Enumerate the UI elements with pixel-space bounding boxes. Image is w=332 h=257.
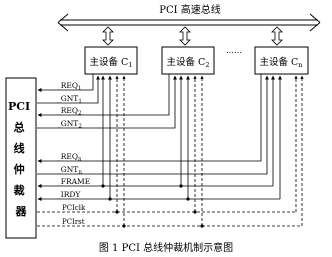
- master-n-subscript: n: [298, 61, 302, 69]
- label-irdy: _IRDY: [57, 190, 81, 199]
- label-pciclk: PCIclk: [62, 204, 86, 212]
- arbiter-box: PCI 总 线 仲 裁 器: [5, 77, 37, 239]
- req1-line: [37, 74, 94, 92]
- arbiter-line-0: PCI: [8, 100, 30, 113]
- label-gnt2: _GNT2: [57, 119, 82, 130]
- label-gnt1: _GNT1: [57, 94, 82, 105]
- dashed-lines: [37, 75, 304, 227]
- figure-caption: 图 1 PCI 总线仲裁机制示意图: [99, 241, 233, 254]
- svg-text:主设备 Cn: 主设备 Cn: [260, 56, 303, 69]
- signal-labels: _REQ1 _GNT1 _REQ2 _GNT2 _REQn _GNTn _FRA…: [57, 81, 90, 226]
- gntn-line: [37, 75, 269, 175]
- bus-label: PCI 高速总线: [159, 3, 221, 16]
- label-req1: _REQ1: [57, 81, 82, 92]
- junction-dots: [101, 184, 204, 228]
- label-pcirst: PCIrst: [62, 218, 85, 226]
- arbiter-line-5: 器: [15, 205, 28, 218]
- signal-lines: [37, 74, 282, 201]
- pci-bus-arrow: [57, 13, 321, 32]
- arbiter-line-4: 裁: [14, 183, 25, 197]
- label-reqn: _REQn: [57, 152, 82, 163]
- master-2-subscript: 2: [205, 61, 209, 69]
- req2-line: [37, 74, 170, 117]
- gnt2-line: [37, 75, 177, 129]
- svg-text:主设备 C2: 主设备 C2: [167, 56, 210, 69]
- master-1-subscript: 1: [128, 61, 132, 69]
- svg-text:主设备 C1: 主设备 C1: [90, 56, 133, 69]
- gnt1-line: [37, 75, 100, 104]
- arbiter-line-3: 仲: [14, 162, 25, 176]
- label-req2: _REQ2: [57, 106, 82, 117]
- arbiter-line-2: 线: [14, 141, 25, 155]
- master-1-label: 主设备 C: [90, 56, 129, 68]
- master-2-label: 主设备 C: [167, 56, 206, 68]
- bus-connectors: [102, 26, 283, 46]
- label-gntn: _GNTn: [57, 165, 82, 176]
- svg-text:PCI 总 线 仲: PCI 总 线 仲 裁 器: [8, 100, 34, 218]
- reqn-line: [37, 74, 262, 163]
- arbiter-line-1: 总: [14, 120, 25, 134]
- master-device-1: 主设备 C1: [84, 46, 138, 75]
- master-device-2: 主设备 C2: [161, 46, 215, 75]
- master-device-n: 主设备 Cn: [254, 46, 309, 75]
- label-frame: _FRAME: [57, 177, 90, 186]
- master-n-label: 主设备 C: [260, 56, 299, 68]
- ellipsis: ……: [226, 46, 242, 55]
